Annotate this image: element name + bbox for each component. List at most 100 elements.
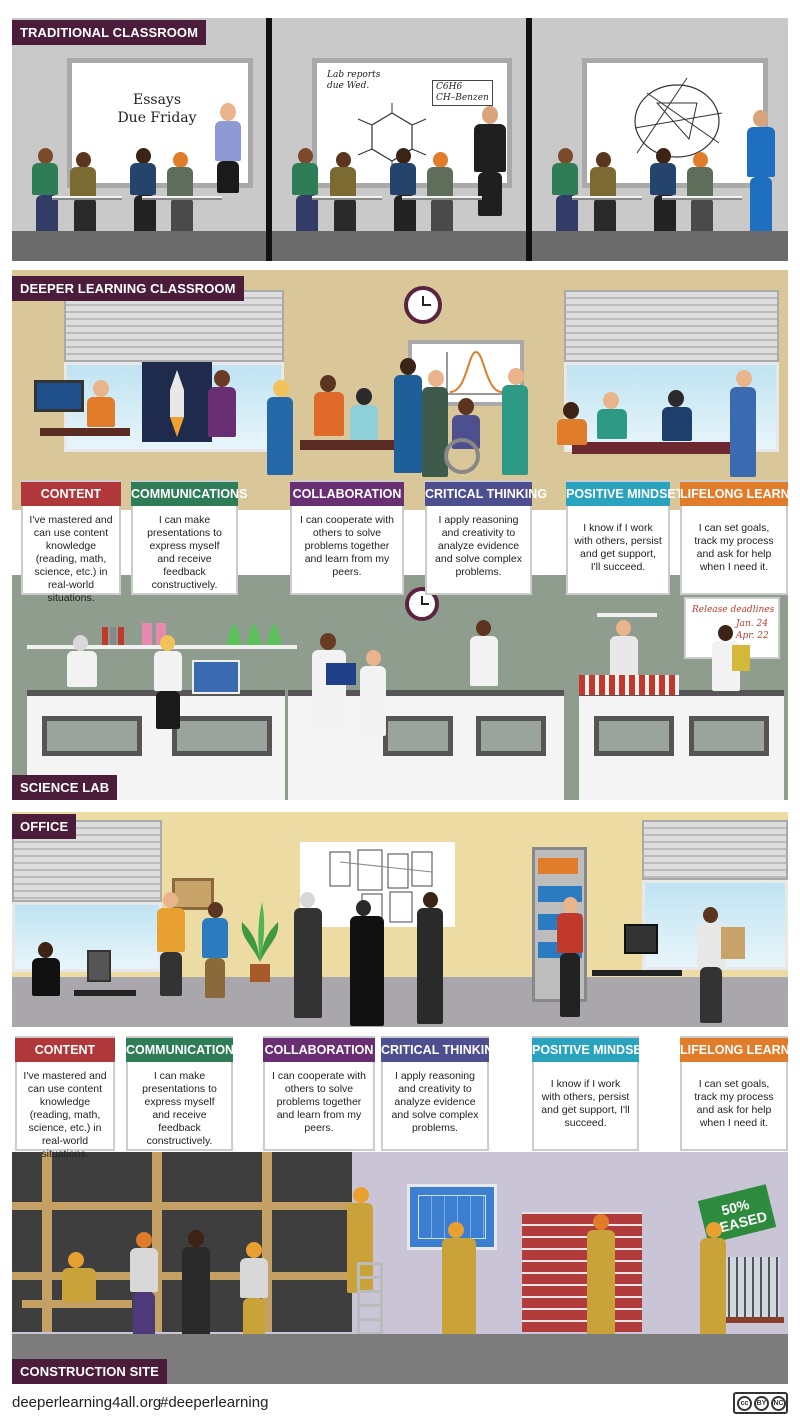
window-blinds <box>64 290 284 362</box>
office-desk <box>74 990 136 996</box>
ladder <box>357 1262 383 1334</box>
skill-card-lifelong-learning: LIFELONG LEARNING I can set goals, track… <box>680 1036 800 1151</box>
computer-monitor-icon <box>34 380 84 412</box>
board-text-essays: Essays Due Friday <box>97 91 217 127</box>
skill-card-title: LIFELONG LEARNING <box>680 482 800 506</box>
panel-divider <box>526 18 532 261</box>
by-icon: BY <box>754 1396 769 1411</box>
desk <box>40 428 130 436</box>
office-desk <box>592 970 682 976</box>
student-desk <box>312 196 382 200</box>
skill-card-lifelong-learning: LIFELONG LEARNING I can set goals, track… <box>680 480 800 595</box>
skill-card-positive-mindset: POSITIVE MINDSET I know if I work with o… <box>532 1036 649 1151</box>
floor <box>532 231 788 261</box>
board-line: C6H6 <box>436 82 463 92</box>
skill-card-title: POSITIVE MINDSET <box>566 482 683 506</box>
sawhorse <box>22 1300 132 1308</box>
wood-beam <box>42 1152 52 1332</box>
skill-card-title: CRITICAL THINKING <box>425 482 547 506</box>
lab-counter <box>579 690 784 800</box>
skill-card-communications: COMMUNICATIONS I can make presentations … <box>126 1036 242 1151</box>
geometry-diagram-icon <box>634 77 723 158</box>
test-tube-rack <box>579 675 679 695</box>
table <box>300 440 405 450</box>
traditional-classroom-scene: Essays Due Friday <box>12 18 788 261</box>
student-desk <box>572 196 642 200</box>
skill-card-text: I can make presentations to express myse… <box>142 1070 217 1147</box>
counter-drawer <box>383 716 453 756</box>
skill-card-content: CONTENT I've mastered and can use conten… <box>15 1036 115 1160</box>
skill-card-title: CONTENT <box>21 482 121 506</box>
model-table <box>712 1317 784 1323</box>
lab-counter <box>288 690 564 800</box>
board-formula: C6H6 CH–Benzen <box>432 80 493 106</box>
science-lab-scene: Release deadlines Jan. 24 Apr. 22 <box>12 575 788 800</box>
bell-curve-chart-icon <box>442 350 503 395</box>
skill-card-text: I apply reasoning and creativity to anal… <box>391 1070 479 1134</box>
section-label-lab: SCIENCE LAB <box>12 775 118 800</box>
skill-card-text: I know if I work with others, persist an… <box>574 522 662 573</box>
computer-monitor-icon <box>624 924 658 954</box>
skill-card-critical-thinking: CRITICAL THINKING I apply reasoning and … <box>425 480 547 595</box>
deeper-learning-classroom-scene <box>12 270 788 510</box>
student-desk <box>142 196 222 200</box>
skill-card-text: I've mastered and can use content knowle… <box>29 514 113 604</box>
nc-icon: NC <box>771 1396 786 1411</box>
counter-drawer <box>42 716 142 756</box>
skill-card-collaboration: COLLABORATION I can cooperate with other… <box>263 1036 375 1151</box>
counter-drawer <box>476 716 546 756</box>
skill-card-text: I've mastered and can use content knowle… <box>23 1070 107 1160</box>
skill-card-title: COLLABORATION <box>290 482 404 506</box>
skill-card-title: COLLABORATION <box>263 1038 375 1062</box>
skill-card-text: I know if I work with others, persist an… <box>541 1078 630 1129</box>
skill-card-title: CRITICAL THINKING <box>381 1038 503 1062</box>
skill-card-title: COMMUNICATIONS <box>126 1038 242 1062</box>
cc-icon: cc <box>737 1396 752 1411</box>
hashtag-text: #deeperlearning <box>160 1394 269 1411</box>
wood-beam <box>152 1152 162 1332</box>
office-scene <box>12 812 788 1027</box>
deadline-title: Release deadlines <box>692 605 775 615</box>
lab-glassware-icon <box>102 623 282 645</box>
computer-monitor-icon <box>87 950 111 982</box>
office-floor <box>12 977 788 1027</box>
wall-clock-icon <box>404 286 442 324</box>
skill-card-communications: COMMUNICATIONS I can make presentations … <box>131 480 247 595</box>
window-blinds <box>564 290 779 362</box>
rocket-icon <box>170 370 184 437</box>
skill-card-content: CONTENT I've mastered and can use conten… <box>21 480 121 604</box>
section-label-office: OFFICE <box>12 814 77 839</box>
wood-beam <box>262 1152 272 1332</box>
bulletin-board <box>172 878 214 910</box>
counter-drawer <box>172 716 272 756</box>
skill-card-text: I apply reasoning and creativity to anal… <box>435 514 522 578</box>
skill-card-title: LIFELONG LEARNING <box>680 1038 800 1062</box>
skill-card-positive-mindset: POSITIVE MINDSET I know if I work with o… <box>566 480 683 595</box>
group-table <box>572 442 742 454</box>
laptop-icon <box>192 660 240 694</box>
board-line: CH–Benzen <box>436 93 489 103</box>
panel-divider <box>266 18 272 261</box>
rocket-poster <box>142 362 212 442</box>
wood-beam <box>12 1202 352 1210</box>
section-label-deeper: DEEPER LEARNING CLASSROOM <box>12 276 244 301</box>
creative-commons-license-icon: cc BY NC <box>733 1392 788 1414</box>
deadline-date: Jan. 24 <box>736 619 768 629</box>
skill-card-text: I can cooperate with others to solve pro… <box>300 514 394 578</box>
board-line: Lab reports <box>327 70 381 80</box>
benzene-diagram-icon <box>357 103 427 171</box>
construction-site-scene: 50% LEASED <box>12 1152 788 1384</box>
board-text-lab-reports: Lab reports due Wed. <box>327 70 380 92</box>
deadline-date: Apr. 22 <box>736 631 769 641</box>
board-line: Essays <box>132 92 182 108</box>
skill-card-text: I can set goals, track my process and as… <box>694 1078 774 1129</box>
floor <box>12 231 266 261</box>
student-desk <box>662 196 742 200</box>
section-label-traditional: TRADITIONAL CLASSROOM <box>12 20 207 45</box>
board-line: Due Friday <box>117 110 197 126</box>
student-desk <box>402 196 482 200</box>
skill-card-title: POSITIVE MINDSET <box>532 1038 649 1062</box>
website-link[interactable]: deeperlearning4all.org <box>12 1394 162 1411</box>
classroom-panel-2: Lab reports due Wed. C6H6 CH–Benzen <box>272 18 526 261</box>
floor <box>272 231 526 261</box>
